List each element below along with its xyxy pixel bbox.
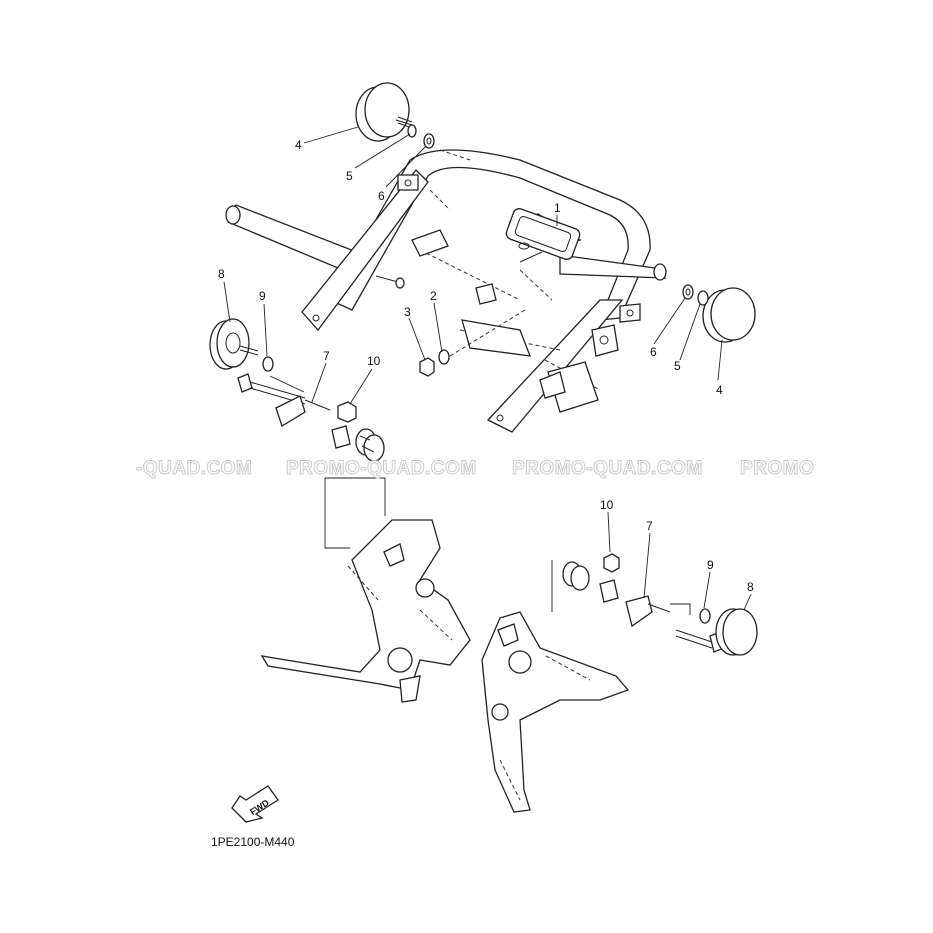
callout-4-top: 4 <box>295 138 302 152</box>
step-bracket-left <box>260 519 471 703</box>
washer-part-5-top <box>407 124 417 138</box>
callout-8-right: 8 <box>747 580 754 594</box>
bushing-left <box>355 428 385 462</box>
callout-9-right: 9 <box>707 558 714 572</box>
rubber-pad-part-1 <box>505 208 582 301</box>
callout-3: 3 <box>404 305 411 319</box>
watermark-text-4: PROMO <box>740 458 814 479</box>
frame-handle-assembly <box>225 149 667 433</box>
callout-labels: 1 2 3 4 4 5 5 6 6 7 7 8 8 9 9 10 10 <box>218 138 754 594</box>
bolt-part-7-left <box>237 373 331 427</box>
washer-part-5-right <box>697 290 709 306</box>
collar-right <box>599 579 619 603</box>
damper-part-8-left <box>209 318 259 370</box>
washer-part-2 <box>438 349 450 365</box>
drawing-code: 1PE2100-M440 <box>211 835 295 849</box>
callout-10-right: 10 <box>600 498 614 512</box>
watermark-text-1: -QUAD.COM <box>136 458 252 479</box>
forward-arrow-icon: FWD <box>231 785 279 823</box>
callout-4-right: 4 <box>716 383 723 397</box>
bushing-right <box>562 561 590 591</box>
callout-2: 2 <box>430 289 437 303</box>
callout-7-left: 7 <box>323 349 330 363</box>
washer-part-9-left <box>262 356 274 372</box>
callout-7-right: 7 <box>646 519 653 533</box>
nut-part-3 <box>419 357 435 377</box>
damper-part-8-right <box>715 608 758 656</box>
callout-6-top: 6 <box>378 189 385 203</box>
callout-8-left: 8 <box>218 267 225 281</box>
callout-1: 1 <box>554 201 561 215</box>
cap-part-4-right <box>702 287 756 343</box>
washer-part-6-right <box>682 284 694 300</box>
watermark-text-3: PROMO-QUAD.COM <box>512 458 703 479</box>
callout-leaders <box>223 126 752 611</box>
callout-5-right: 5 <box>674 359 681 373</box>
nut-part-10-left <box>337 401 357 423</box>
step-bracket-right <box>481 611 630 813</box>
cap-part-4-top <box>355 82 413 142</box>
washer-part-9-right <box>699 608 711 624</box>
callout-5-top: 5 <box>346 169 353 183</box>
callout-10-left: 10 <box>367 354 381 368</box>
callout-9-left: 9 <box>259 289 266 303</box>
watermark-text-2: PROMO-QUAD.COM <box>286 458 477 479</box>
callout-6-right: 6 <box>650 345 657 359</box>
washer-part-6-top <box>423 133 435 149</box>
watermark-row: -QUAD.COM PROMO-QUAD.COM PROMO-QUAD.COM … <box>136 458 815 480</box>
nut-part-10-right <box>603 553 620 573</box>
collar-left <box>331 425 351 449</box>
